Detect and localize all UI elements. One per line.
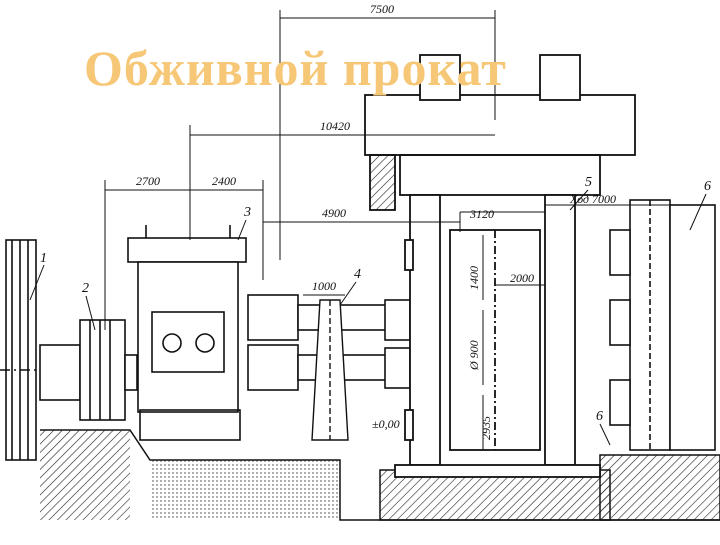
dimension-labels: 7500 10420 2700 2400 4900 3120 1000 2000… xyxy=(136,2,616,440)
coupling xyxy=(39,319,138,421)
dim-2935: 2935 xyxy=(479,416,493,440)
roller-table xyxy=(609,199,716,451)
callout-labels: 1 2 3 4 5 6 6 xyxy=(40,175,711,424)
main-stand xyxy=(364,54,636,478)
callout-1: 1 xyxy=(40,251,47,266)
dim-3120: 3120 xyxy=(469,207,494,221)
spindle-support xyxy=(311,299,349,441)
dim-1000: 1000 xyxy=(312,279,336,293)
dim-2000: 2000 xyxy=(510,271,534,285)
foundation xyxy=(40,429,720,521)
page-title: Обживной прокат xyxy=(84,40,507,96)
leader-lines xyxy=(29,189,707,446)
callout-6a: 6 xyxy=(704,179,711,194)
dim-4900: 4900 xyxy=(322,206,346,220)
dim-1400: 1400 xyxy=(467,266,481,290)
dim-2700: 2700 xyxy=(136,174,160,188)
dimension-lines xyxy=(104,10,700,450)
callout-6b: 6 xyxy=(596,409,603,424)
dim-7500: 7500 xyxy=(370,2,394,16)
callout-4: 4 xyxy=(354,267,361,282)
level-label: ±0,00 xyxy=(372,417,400,431)
stroke-label: Ход 7000 xyxy=(569,192,616,206)
dim-10420: 10420 xyxy=(320,119,350,133)
gear-stand xyxy=(127,225,247,441)
dim-900: Ø 900 xyxy=(467,340,481,371)
callout-5: 5 xyxy=(585,175,592,190)
callout-3: 3 xyxy=(243,205,251,220)
callout-2: 2 xyxy=(82,281,89,296)
dim-2400: 2400 xyxy=(212,174,236,188)
